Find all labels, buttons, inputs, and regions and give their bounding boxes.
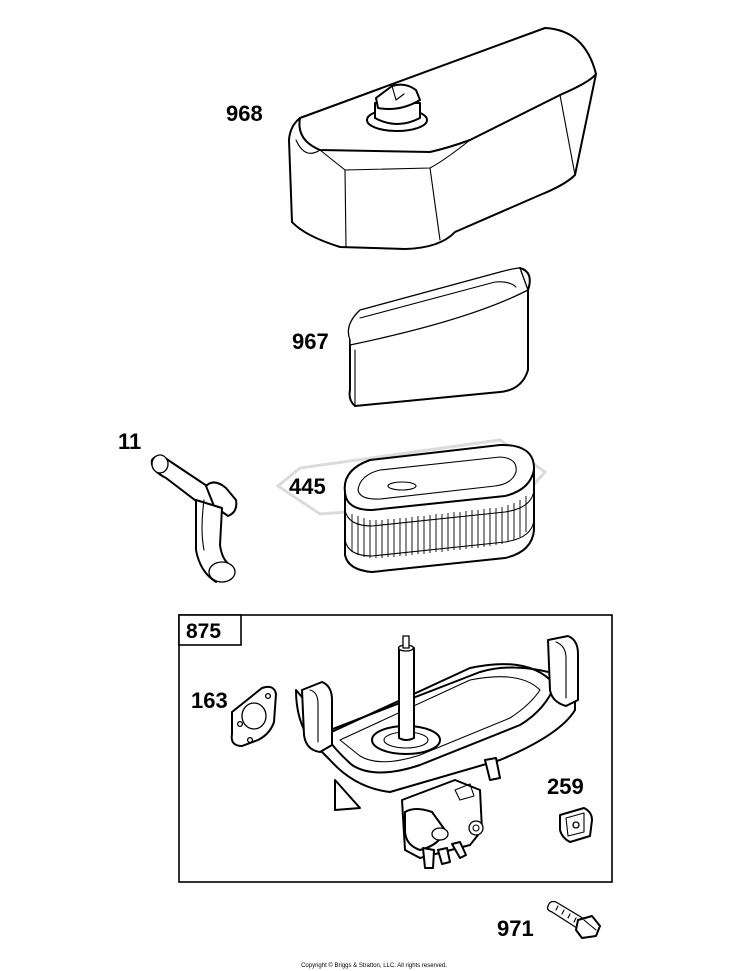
part-number-968: 968 (226, 101, 263, 126)
part-number-445: 445 (289, 474, 326, 499)
air-cleaner-cover-drawing[interactable] (288, 27, 597, 250)
breather-tube-drawing[interactable] (150, 454, 238, 583)
air-filter-cartridge-drawing[interactable] (343, 443, 536, 573)
clip-drawing[interactable] (559, 807, 593, 843)
screw-drawing[interactable] (546, 900, 601, 939)
gasket-drawing[interactable] (230, 685, 277, 747)
copyright-footer: Copyright © Briggs & Stratton, LLC. All … (301, 962, 447, 969)
part-number-259: 259 (547, 774, 584, 799)
air-cleaner-base-drawing[interactable] (295, 635, 579, 869)
part-number-971: 971 (497, 916, 534, 941)
watermark-logo (275, 438, 548, 516)
base-kit-frame (178, 614, 613, 883)
part-number-875: 875 (186, 620, 221, 643)
cover-knob (366, 83, 428, 132)
base-kit-label-box (178, 614, 242, 646)
part-number-163: 163 (191, 688, 228, 713)
part-number-11: 11 (118, 429, 141, 454)
pre-cleaner-drawing[interactable] (347, 267, 531, 407)
filter-pleats (351, 496, 527, 558)
part-number-967: 967 (292, 329, 329, 354)
